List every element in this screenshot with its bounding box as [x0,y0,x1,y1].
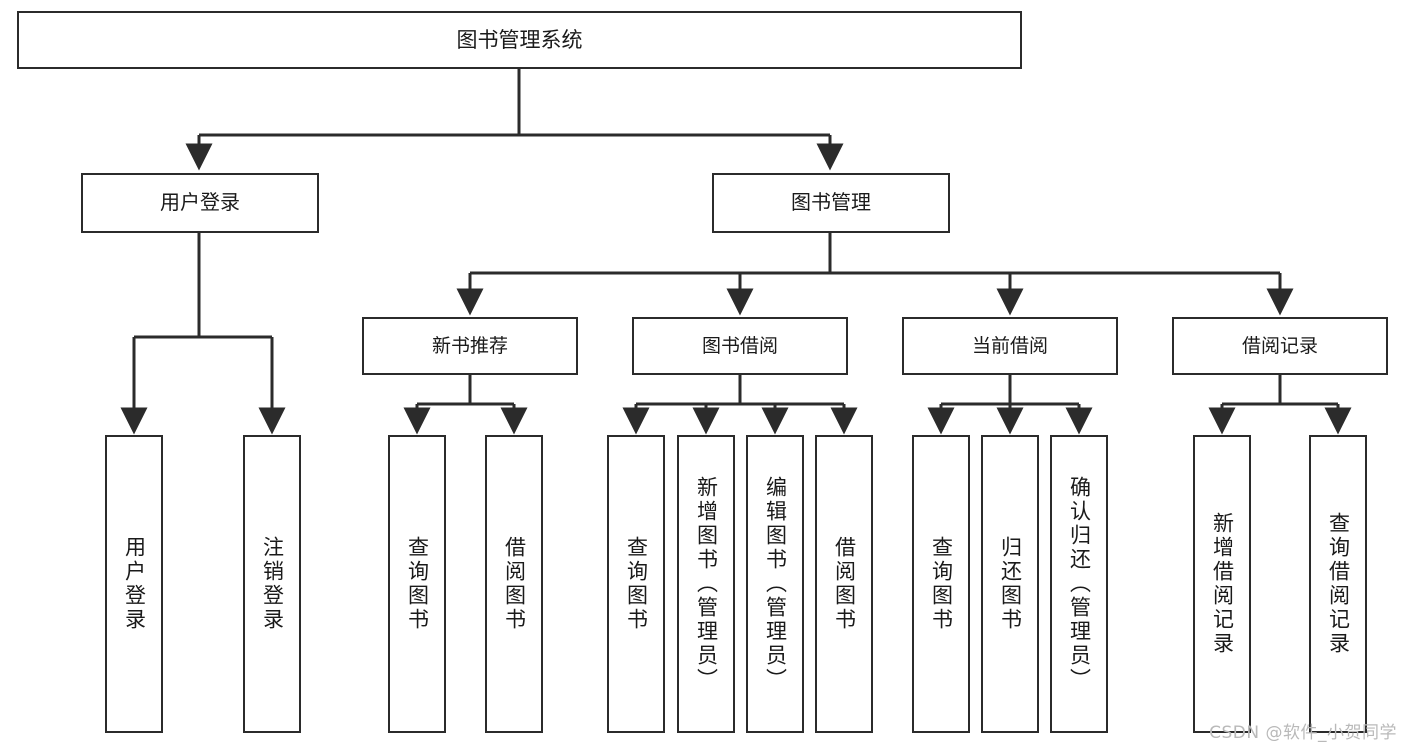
node-label: 查询图书 [405,536,430,632]
node-label: 借阅图书 [502,536,527,632]
leaf-new-book-borrow[interactable]: 借阅图书 [485,435,543,733]
node-label: 新增图书（管理员） [694,476,719,692]
node-label: 图书管理系统 [456,27,583,52]
leaf-book-borrow-borrow[interactable]: 借阅图书 [815,435,873,733]
leaf-current-borrow-query[interactable]: 查询图书 [912,435,970,733]
node-label: 新书推荐 [431,334,508,357]
node-label: 查询借阅记录 [1326,512,1351,656]
watermark-text: CSDN @软件_小贺同学 [1209,723,1397,743]
node-root-system[interactable]: 图书管理系统 [17,11,1022,69]
node-label: 新增借阅记录 [1210,512,1235,656]
node-label: 确认归还（管理员） [1067,476,1092,692]
leaf-current-borrow-return[interactable]: 归还图书 [981,435,1039,733]
leaf-borrow-record-add[interactable]: 新增借阅记录 [1193,435,1251,733]
node-user-login[interactable]: 用户登录 [81,173,319,233]
leaf-book-borrow-add[interactable]: 新增图书（管理员） [677,435,735,733]
node-label: 用户登录 [160,190,240,215]
node-current-borrow[interactable]: 当前借阅 [902,317,1118,375]
node-borrow-record[interactable]: 借阅记录 [1172,317,1388,375]
leaf-book-borrow-edit[interactable]: 编辑图书（管理员） [746,435,804,733]
leaf-user-login-login[interactable]: 用户登录 [105,435,163,733]
node-new-book-recommend[interactable]: 新书推荐 [362,317,578,375]
leaf-borrow-record-query[interactable]: 查询借阅记录 [1309,435,1367,733]
node-label: 图书管理 [791,190,871,215]
node-book-borrow[interactable]: 图书借阅 [632,317,848,375]
node-label: 查询图书 [624,536,649,632]
node-label: 借阅图书 [832,536,857,632]
node-label: 当前借阅 [971,334,1048,357]
node-label: 图书借阅 [701,334,778,357]
node-label: 编辑图书（管理员） [763,476,788,692]
node-label: 注销登录 [260,536,285,632]
node-label: 用户登录 [122,536,147,632]
node-label: 查询图书 [929,536,954,632]
leaf-book-borrow-query[interactable]: 查询图书 [607,435,665,733]
leaf-current-borrow-confirm-return[interactable]: 确认归还（管理员） [1050,435,1108,733]
leaf-new-book-query[interactable]: 查询图书 [388,435,446,733]
leaf-user-login-logout[interactable]: 注销登录 [243,435,301,733]
node-book-management[interactable]: 图书管理 [712,173,950,233]
node-label: 借阅记录 [1241,334,1318,357]
node-label: 归还图书 [998,536,1023,632]
